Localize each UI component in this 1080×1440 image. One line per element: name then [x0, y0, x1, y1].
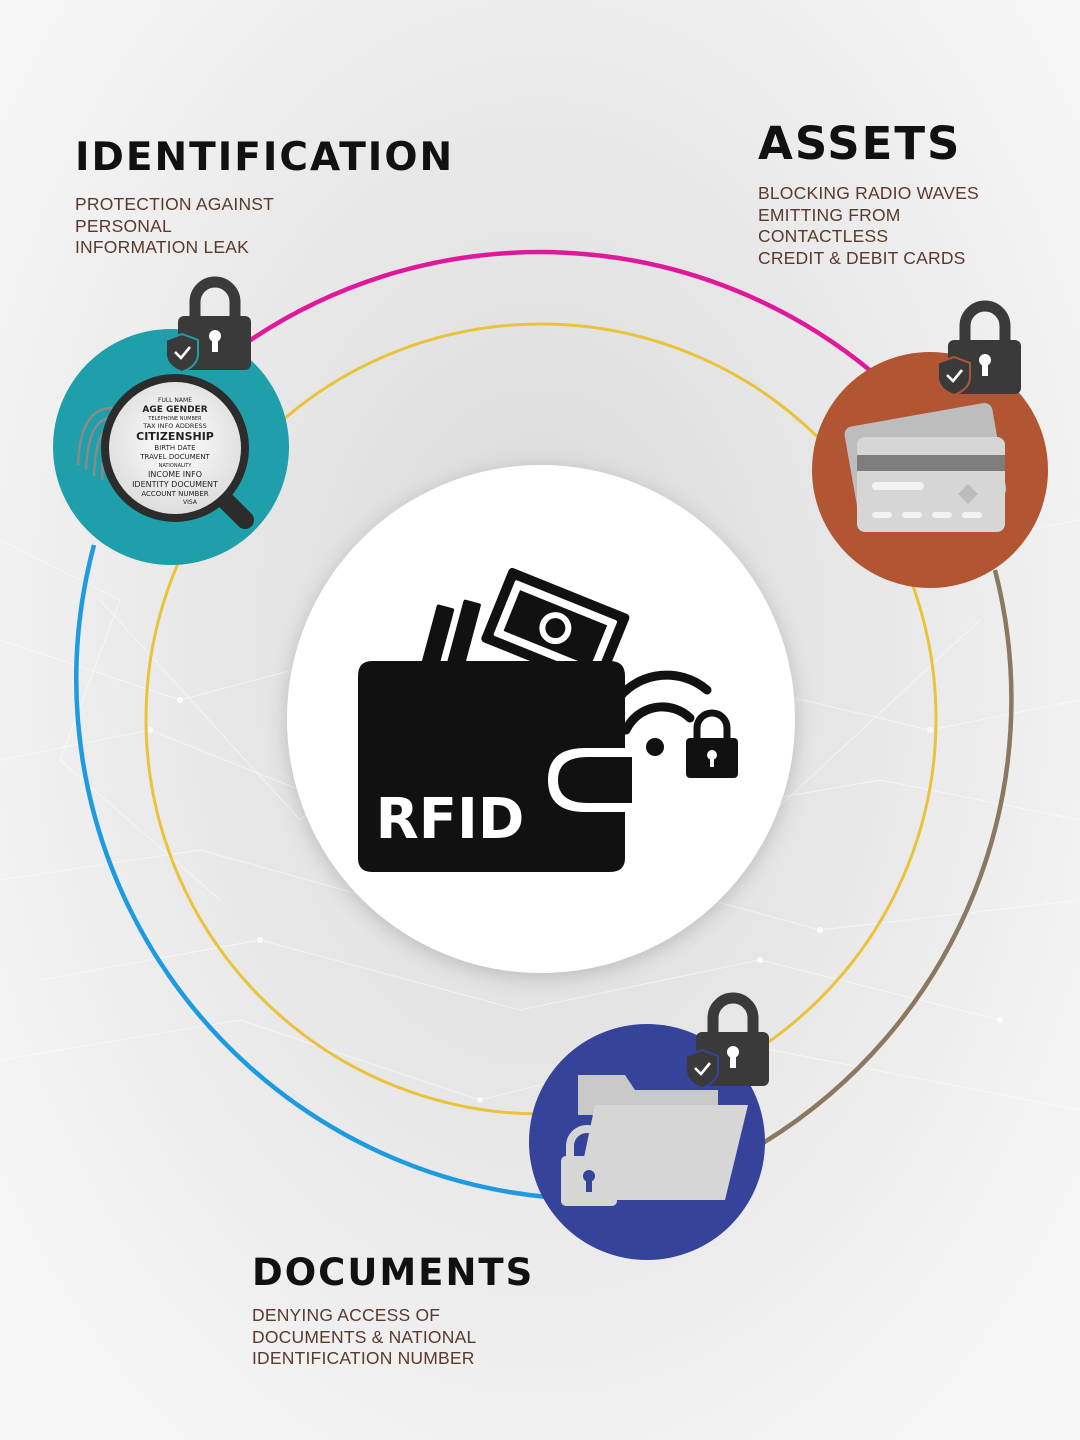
assets-block: ASSETS BLOCKING RADIO WAVES EMITTING FRO… [758, 121, 979, 269]
center-label: RFID [376, 787, 525, 852]
documents-line-1: DENYING ACCESS OF [252, 1305, 441, 1325]
lens-text-5: CITIZENSHIP [136, 430, 214, 443]
identification-block: IDENTIFICATION PROTECTION AGAINST PERSON… [75, 138, 454, 259]
lens-text-6: BIRTH DATE [154, 444, 195, 452]
lens-text-1: FULL NAME [158, 397, 192, 404]
identification-node: FULL NAME AGE GENDER TELEPHONE NUMBER TA… [53, 276, 289, 565]
lens-text-2: AGE GENDER [142, 405, 207, 415]
assets-line-3: CONTACTLESS [758, 226, 889, 246]
assets-line-1: BLOCKING RADIO WAVES [758, 183, 979, 203]
identification-line-3: INFORMATION LEAK [75, 237, 250, 257]
lens-text-3: TELEPHONE NUMBER [147, 416, 202, 422]
identification-line-2: PERSONAL [75, 215, 172, 236]
shield-check-icon [165, 332, 199, 374]
magnifier-fingerprint-icon: FULL NAME AGE GENDER TELEPHONE NUMBER TA… [101, 374, 254, 529]
documents-line-3: IDENTIFICATION NUMBER [252, 1348, 475, 1368]
lens-text-9: INCOME INFO [148, 470, 202, 479]
assets-description: BLOCKING RADIO WAVES EMITTING FROM CONTA… [758, 183, 979, 269]
credit-cards-icon [844, 403, 1007, 532]
lens-text-4: TAX INFO ADDRESS [142, 422, 206, 430]
outer-ring-left-arc [74, 544, 548, 1200]
shield-check-icon [685, 1048, 719, 1090]
documents-title: DOCUMENTS [252, 1251, 535, 1294]
lens-text-8: NATIONALITY [159, 463, 193, 469]
lens-text-10: IDENTITY DOCUMENT [132, 480, 218, 489]
lens-text-12: VISA [183, 499, 198, 506]
documents-line-2: DOCUMENTS & NATIONAL [252, 1326, 477, 1347]
documents-node [529, 992, 769, 1260]
outer-ring-top-arc [247, 249, 874, 374]
shield-check-icon [937, 355, 971, 397]
identification-line-1: PROTECTION AGAINST [75, 194, 275, 214]
identification-description: PROTECTION AGAINST PERSONAL INFORMATION … [75, 194, 454, 259]
rfid-wallet-icon [358, 567, 738, 872]
lens-text-11: ACCOUNT NUMBER [141, 490, 208, 498]
documents-description: DENYING ACCESS OF DOCUMENTS & NATIONAL I… [252, 1305, 534, 1370]
documents-block: DOCUMENTS DENYING ACCESS OF DOCUMENTS & … [252, 1254, 534, 1370]
locked-folder-icon [561, 1075, 748, 1206]
assets-node [812, 300, 1048, 588]
assets-title: ASSETS [758, 117, 962, 170]
identification-title: IDENTIFICATION [75, 135, 455, 180]
assets-line-4: CREDIT & DEBIT CARDS [758, 247, 966, 268]
outer-ring-right-arc [761, 569, 1014, 1145]
lens-text-7: TRAVEL DOCUMENT [139, 453, 210, 461]
assets-line-2: EMITTING FROM [758, 204, 901, 225]
